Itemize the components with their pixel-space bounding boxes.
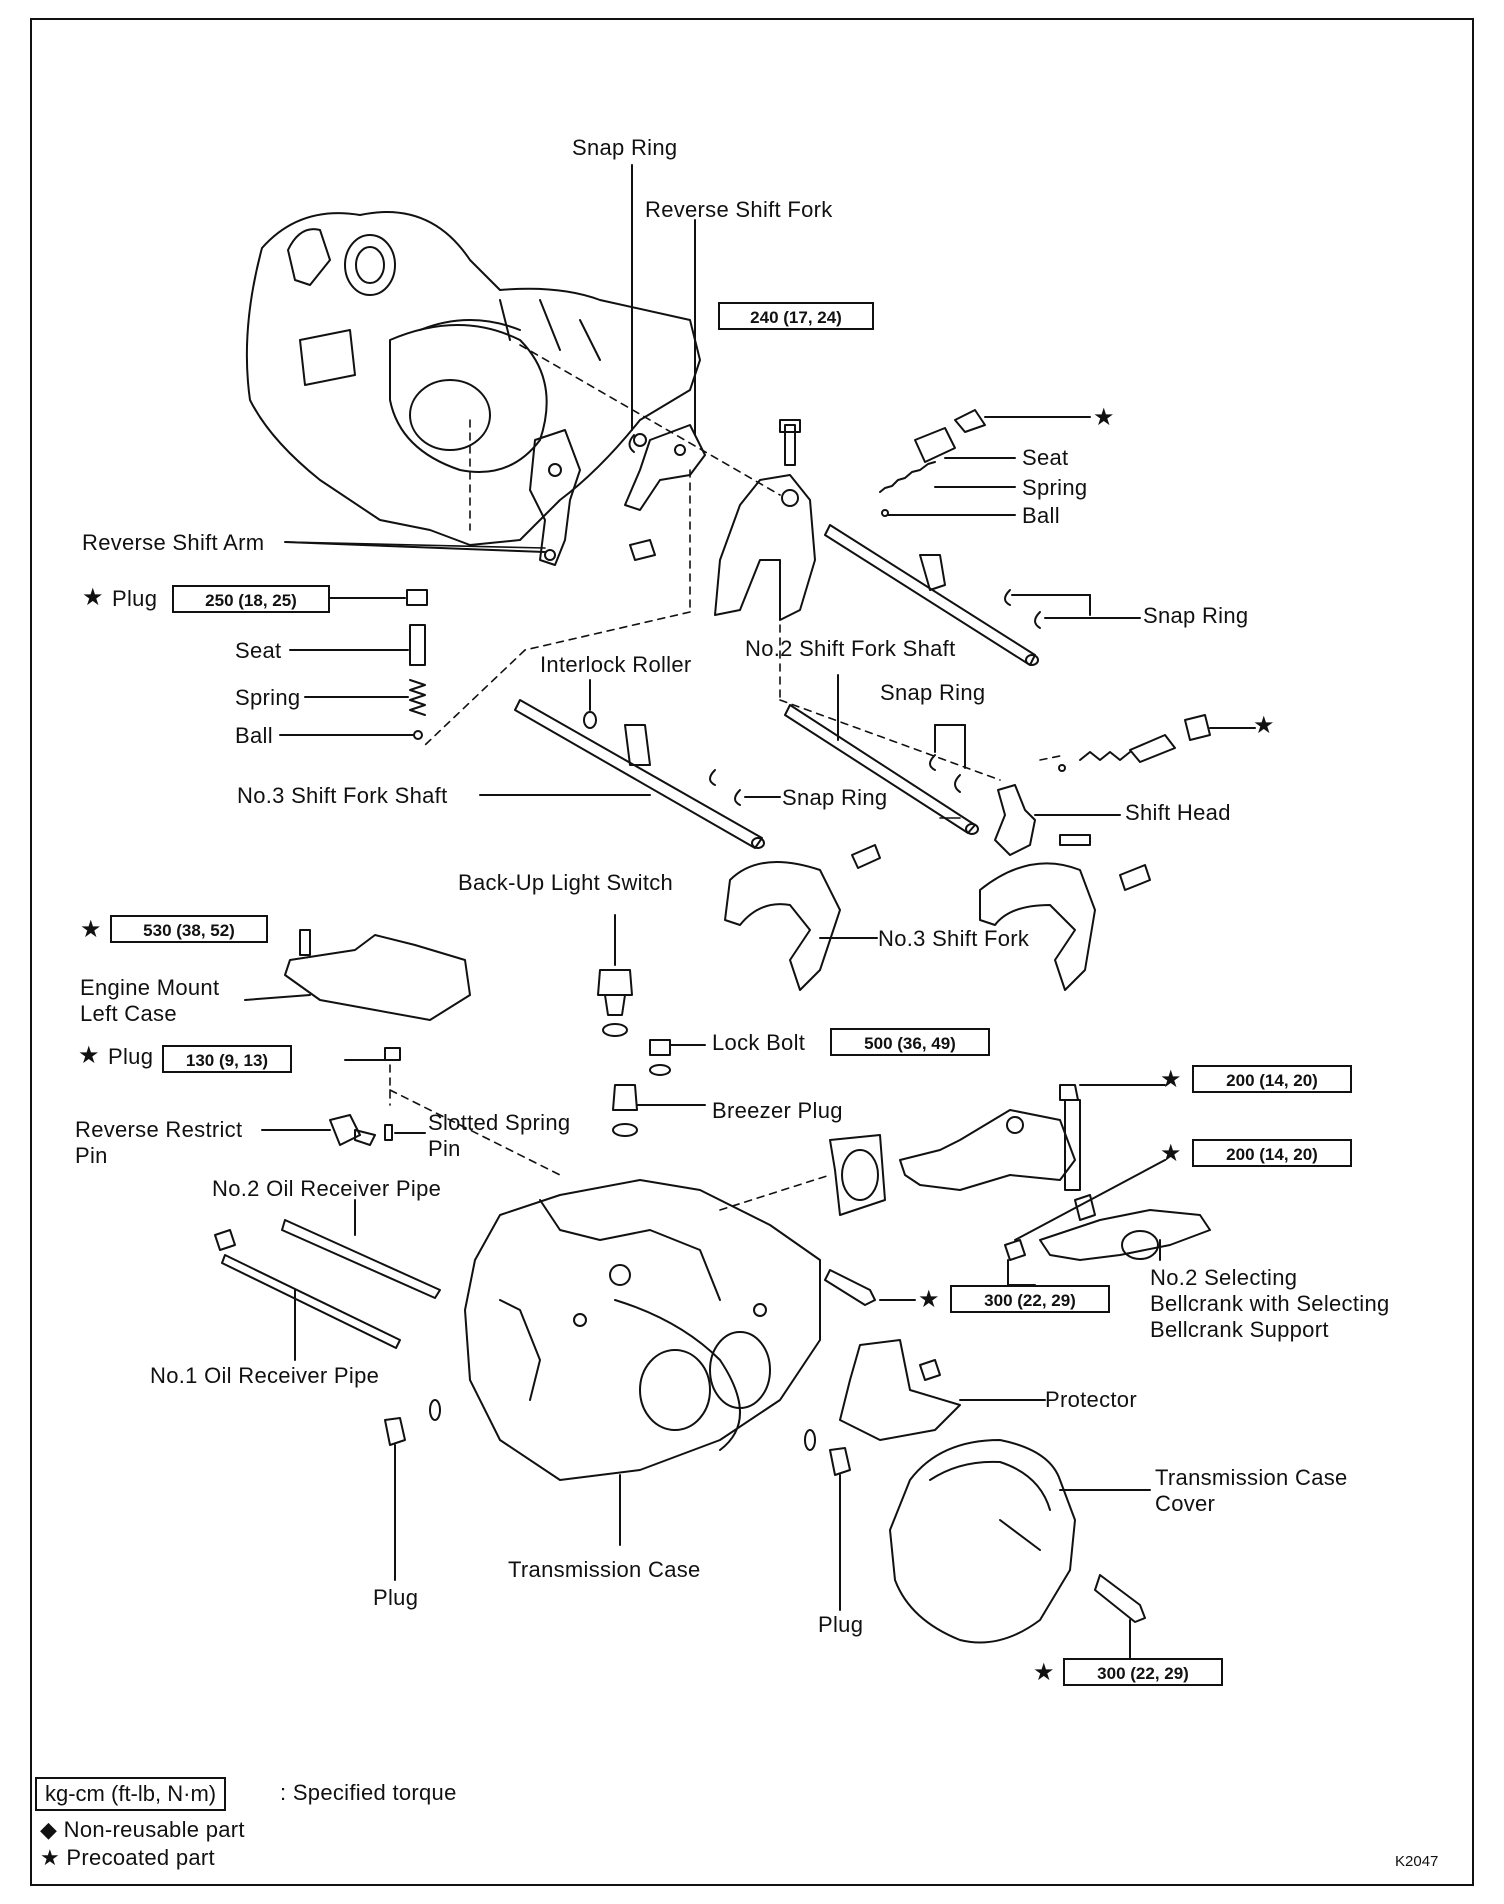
precoated-star-icon: ★ [1093, 404, 1115, 431]
bellcrank-part [1004, 1159, 1211, 1286]
label-plug-bottom-left: Plug [373, 1585, 419, 1610]
label-shift-head: Shift Head [1125, 800, 1231, 825]
label-reverse-restrict-pin: Reverse Restrict Pin [75, 1117, 243, 1168]
precoated-star-icon: ★ [1253, 712, 1275, 739]
left-detent-parts [279, 541, 546, 740]
no1-shift-fork [714, 474, 816, 621]
label-no2-shift-fork-shaft: No.2 Shift Fork Shaft [745, 636, 956, 661]
torque-530: 530 (38, 52) [110, 915, 268, 943]
snap-rings-right [1004, 589, 1141, 629]
torque-250: 250 (18, 25) [172, 585, 330, 613]
upper-detent-parts [879, 409, 1091, 517]
label-back-up-light-switch: Back-Up Light Switch [458, 870, 674, 895]
label-lock-bolt: Lock Bolt [712, 1030, 806, 1055]
label-slotted-spring-pin: Slotted Spring Pin [428, 1110, 571, 1161]
protector-part [839, 1339, 1046, 1441]
label-protector: Protector [1045, 1387, 1137, 1412]
label-ball-right: Ball [1022, 503, 1060, 528]
torque-240: 240 (17, 24) [718, 302, 874, 330]
label-no3-shift-fork: No.3 Shift Fork [878, 926, 1030, 951]
no2-shift-fork-shaft-part [784, 674, 979, 835]
shift-head-part [994, 714, 1256, 856]
label-seat-right: Seat [1022, 445, 1069, 470]
torque-300b: 300 (22, 29) [1063, 1658, 1223, 1686]
label-spring-left: Spring [235, 685, 301, 710]
torque-200b: 200 (14, 20) [1192, 1139, 1352, 1167]
precoated-star-icon: ★ [80, 916, 102, 943]
legend-unit-desc: : Specified torque [280, 1780, 457, 1805]
label-snap-ring-right: Snap Ring [1143, 603, 1249, 628]
precoated-star-icon: ★ [78, 1042, 100, 1069]
label-ball-left: Ball [235, 723, 273, 748]
transmission-case-part [464, 1179, 821, 1546]
diagram-frame [30, 18, 1474, 1886]
leader-lines [286, 541, 961, 819]
label-breezer-plug: Breezer Plug [712, 1098, 843, 1123]
label-plug-mid: Plug [108, 1044, 154, 1069]
label-seat-left: Seat [235, 638, 282, 663]
interlock-roller-part [583, 679, 597, 729]
alignment-lines [389, 344, 1066, 1211]
precoated-star-icon: ★ [1160, 1066, 1182, 1093]
shift-housing-part [829, 1084, 1166, 1216]
label-snap-ring-mid: Snap Ring [880, 680, 986, 705]
label-transmission-case-cover: Transmission Case Cover [1155, 1465, 1348, 1516]
torque-500: 500 (36, 49) [830, 1028, 990, 1056]
label-reverse-shift-fork: Reverse Shift Fork [645, 197, 833, 222]
figure-code: K2047 [1395, 1853, 1439, 1870]
label-no2-selecting-bellcrank: No.2 Selecting Bellcrank with Selecting … [1150, 1265, 1390, 1342]
precoated-star-icon: ★ [82, 584, 104, 611]
bolt-240 [779, 419, 801, 466]
label-spring-right: Spring [1022, 475, 1088, 500]
label-transmission-case: Transmission Case [508, 1557, 701, 1582]
precoated-star-icon: ★ [1160, 1140, 1182, 1167]
label-interlock-roller: Interlock Roller [540, 652, 692, 677]
oil-receiver-pipes [214, 1199, 441, 1361]
label-reverse-shift-arm: Reverse Shift Arm [82, 530, 265, 555]
no1-shift-fork-shaft [824, 524, 1039, 666]
label-plug-left: Plug [112, 586, 158, 611]
precoated-star-icon: ★ [918, 1286, 940, 1313]
bolt-300-mid [824, 1269, 916, 1306]
switch-bolt-parts [597, 914, 706, 1137]
label-snap-ring-low: Snap Ring [782, 785, 888, 810]
legend-precoated: ★ Precoated part [40, 1845, 215, 1870]
torque-200a: 200 (14, 20) [1192, 1065, 1352, 1093]
legend-unit-box: kg-cm (ft-lb, N·m) [35, 1777, 227, 1811]
precoated-star-icon: ★ [1033, 1659, 1055, 1686]
snap-ring-top-part [628, 164, 696, 453]
engine-mount-part [244, 929, 471, 1021]
label-plug-bottom-mid: Plug [818, 1612, 864, 1637]
label-engine-mount-left-case: Engine Mount Left Case [80, 975, 220, 1026]
torque-300a: 300 (22, 29) [950, 1285, 1110, 1313]
reverse-restrict-pin-part [261, 1047, 426, 1146]
case-cover-part [889, 1439, 1151, 1666]
bottom-plugs [384, 1399, 851, 1611]
label-no3-shift-fork-shaft: No.3 Shift Fork Shaft [237, 783, 448, 808]
label-snap-ring-top: Snap Ring [572, 135, 678, 160]
label-no2-oil-receiver-pipe: No.2 Oil Receiver Pipe [212, 1176, 442, 1201]
no3-shift-fork-shaft-part [479, 699, 781, 849]
no3-shift-fork-parts [724, 844, 1151, 991]
transaxle-housing [245, 211, 701, 546]
reverse-shift-arm [529, 429, 581, 566]
torque-130: 130 (9, 13) [162, 1045, 292, 1073]
label-no1-oil-receiver-pipe: No.1 Oil Receiver Pipe [150, 1363, 380, 1388]
legend-non-reusable: ◆ Non-reusable part [40, 1817, 245, 1842]
